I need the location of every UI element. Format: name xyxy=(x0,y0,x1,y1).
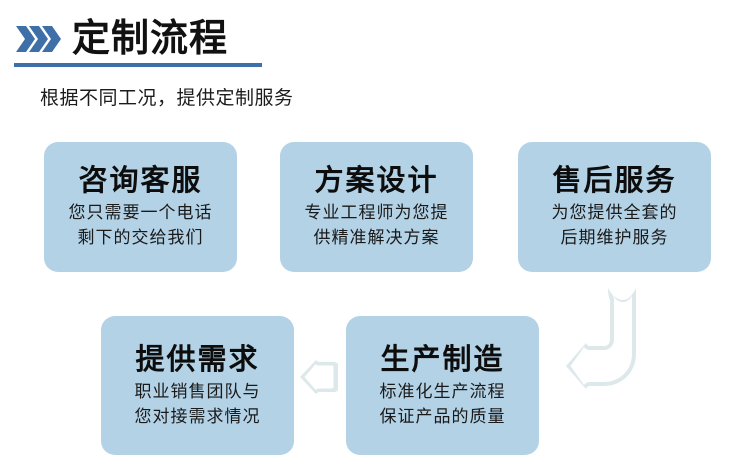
flow-step-body-line: 专业工程师为您提 xyxy=(304,203,449,223)
flow-row-1: 咨询客服 您只需要一个电话 剩下的交给我们 方案设计 专业工程师为您提 供精准解… xyxy=(0,142,750,368)
flow-step-title: 方案设计 xyxy=(314,165,439,197)
flow-step-body: 您只需要一个电话 剩下的交给我们 xyxy=(69,201,213,251)
arrow-bend-down-left-icon xyxy=(566,288,636,389)
flow-row-2: 提供需求 职业销售团队与 您对接需求情况 生产制造 标准化生产流程 保证产品的质… xyxy=(0,316,750,456)
flow-step-title: 售后服务 xyxy=(552,165,677,197)
flow-step-card-2[interactable]: 方案设计 专业工程师为您提 供精准解决方案 xyxy=(280,142,473,272)
flow-step-card-1[interactable]: 咨询客服 您只需要一个电话 剩下的交给我们 xyxy=(44,142,237,272)
flow-step-body: 职业销售团队与 您对接需求情况 xyxy=(135,380,261,430)
title-underline-rule xyxy=(14,63,262,67)
flow-step-body-line: 后期维护服务 xyxy=(560,228,669,248)
flow-step-card-3[interactable]: 售后服务 为您提供全套的 后期维护服务 xyxy=(518,142,711,272)
flow-step-card-5[interactable]: 生产制造 标准化生产流程 保证产品的质量 xyxy=(346,316,539,455)
flow-step-body-line: 剩下的交给我们 xyxy=(77,228,204,248)
flow-step-body: 为您提供全套的 后期维护服务 xyxy=(552,201,678,251)
flow-step-title: 咨询客服 xyxy=(78,165,203,197)
flow-step-body-line: 标准化生产流程 xyxy=(379,381,506,402)
triple-chevron-right-icon xyxy=(16,26,61,52)
flow-step-title: 生产制造 xyxy=(380,343,505,376)
page-header: 定制流程 根据不同工况，提供定制服务 xyxy=(0,0,750,130)
flow-step-body-line: 您对接需求情况 xyxy=(134,406,261,427)
flow-step-body-line: 为您提供全套的 xyxy=(551,203,678,223)
page-title-row: 定制流程 xyxy=(14,14,228,64)
arrow-left-icon xyxy=(300,360,338,394)
page-subtitle: 根据不同工况，提供定制服务 xyxy=(40,88,294,109)
flow-step-body-line: 职业销售团队与 xyxy=(134,381,261,402)
flow-step-body-line: 供精准解决方案 xyxy=(313,228,440,248)
flow-step-body-line: 您只需要一个电话 xyxy=(68,203,213,223)
flow-step-title: 提供需求 xyxy=(135,343,260,376)
flow-step-body-line: 保证产品的质量 xyxy=(379,406,506,427)
flow-step-body: 标准化生产流程 保证产品的质量 xyxy=(380,380,506,430)
flow-step-card-4[interactable]: 提供需求 职业销售团队与 您对接需求情况 xyxy=(101,316,294,455)
flow-step-body: 专业工程师为您提 供精准解决方案 xyxy=(305,201,449,251)
page-title: 定制流程 xyxy=(72,18,229,60)
